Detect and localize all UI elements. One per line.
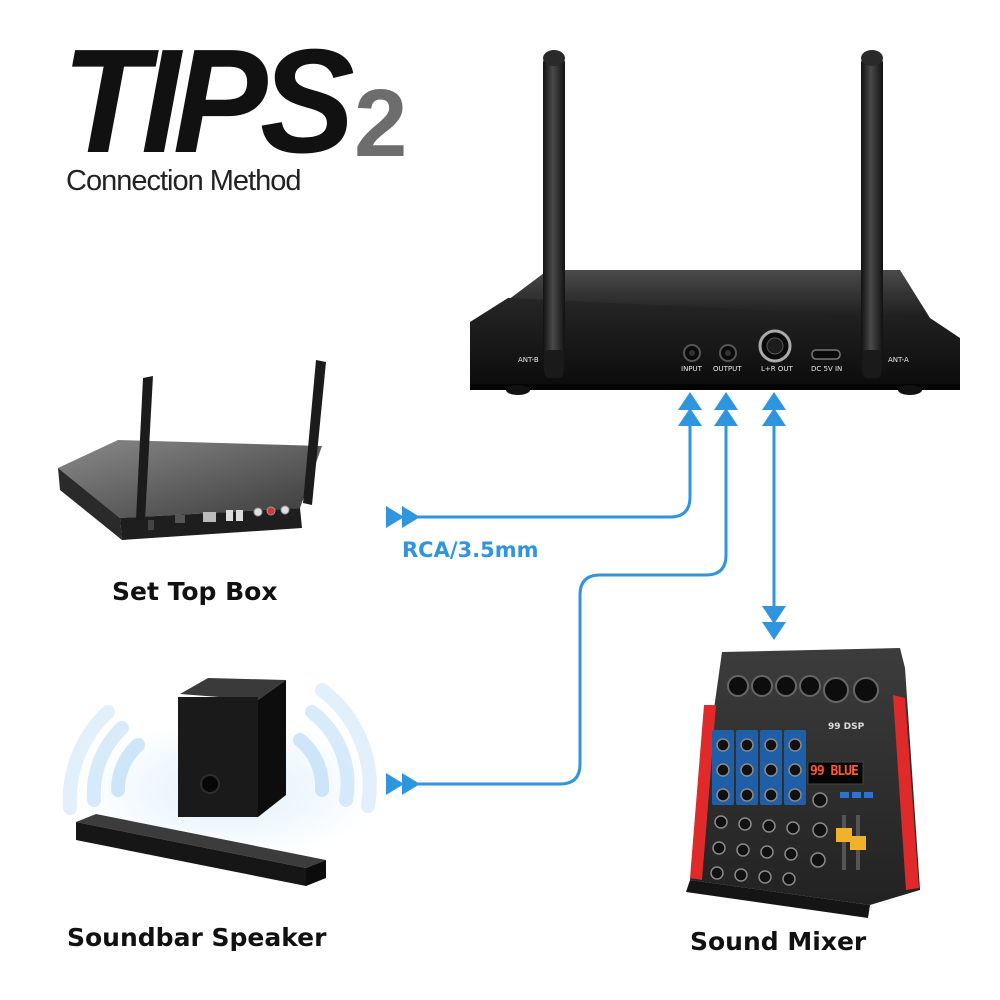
- stb-side: [58, 468, 122, 540]
- cable-type-label: RCA/3.5mm: [402, 538, 539, 562]
- arrow-lrout: [762, 392, 786, 410]
- arrow-input: [678, 392, 702, 410]
- arrow-mixer: [762, 606, 786, 624]
- receiver-front: [470, 298, 960, 385]
- mixer-display: [807, 761, 864, 785]
- fader-cap: [836, 828, 852, 842]
- set-top-box-label: Set Top Box: [112, 577, 278, 606]
- soundbar-label: Soundbar Speaker: [67, 923, 327, 952]
- sound-mixer-label: Sound Mixer: [690, 927, 867, 956]
- port-label-ant-b: ANT-B: [518, 356, 539, 364]
- port-label-lr-out: L+R OUT: [761, 365, 793, 373]
- antenna-b: [543, 55, 565, 375]
- mixer-knobs: [710, 738, 828, 886]
- fader-cap: [850, 836, 866, 850]
- port-label-ant-a: ANT-A: [888, 356, 909, 364]
- arrowheads: [386, 392, 786, 795]
- usb-c-port: [811, 349, 841, 360]
- set-top-box-device: [58, 360, 326, 540]
- mixer-display-text: 99 BLUE: [810, 764, 859, 779]
- page-subtitle: Connection Method: [66, 165, 301, 197]
- tip-number: 2: [354, 70, 408, 177]
- cable-soundbar-output: [418, 412, 728, 786]
- port-label-dc-in: DC 5V IN: [811, 365, 843, 373]
- sound-mixer-device: [686, 648, 920, 918]
- subwoofer-port: [200, 774, 220, 794]
- receiver-foot: [898, 385, 922, 395]
- stb-antenna: [303, 360, 326, 505]
- antenna-a: [861, 55, 883, 375]
- mixer-model-label: 99 DSP: [828, 722, 865, 732]
- soundbar: [76, 822, 306, 886]
- receiver-foot: [506, 385, 530, 395]
- stb-top: [58, 440, 322, 518]
- connection-cables: [418, 410, 776, 786]
- port-label-output: OUTPUT: [713, 365, 742, 373]
- subwoofer: [178, 697, 258, 817]
- port-label-input: INPUT: [681, 365, 702, 373]
- arrow-soundbar: [386, 773, 404, 795]
- soundbar-speaker-device: [62, 678, 380, 886]
- mixer-rail-left: [690, 705, 716, 880]
- stb-antenna: [136, 376, 153, 520]
- arrow-output: [714, 392, 738, 410]
- cable-stb-input: [418, 412, 692, 519]
- wireless-receiver: [470, 50, 960, 395]
- mixer-rail-right: [893, 695, 919, 890]
- arrow-stb: [386, 506, 404, 528]
- page-title: TIPS: [62, 19, 355, 184]
